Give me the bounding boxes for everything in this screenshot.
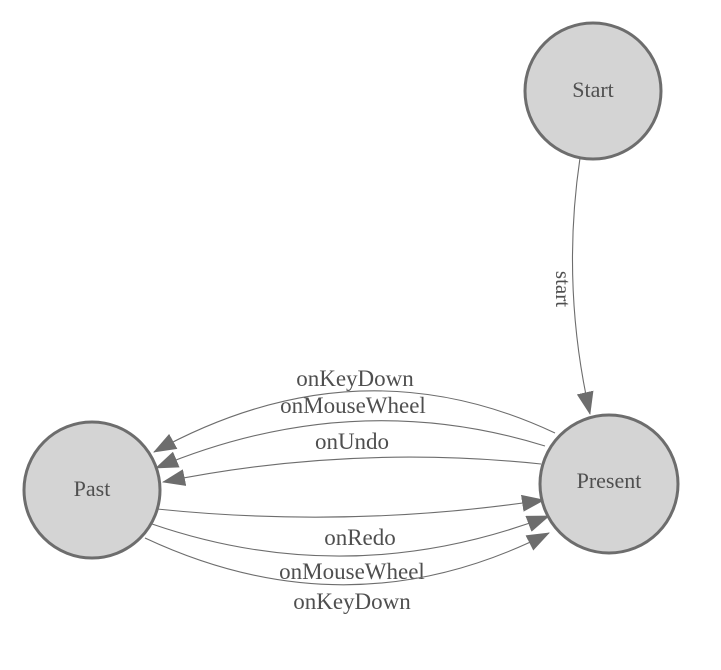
edge-path-onmousewheel-bottom[interactable]: [151, 515, 550, 557]
edge-path-onmousewheel-top[interactable]: [155, 420, 546, 469]
state-label-start: Start: [572, 77, 614, 102]
state-circle-start[interactable]: [523, 21, 663, 161]
state-node-present[interactable]: Present: [538, 413, 680, 555]
edge-past-to-present-onredo[interactable]: onRedo: [156, 494, 545, 550]
edge-label-onkeydown-top: onKeyDown: [296, 366, 414, 391]
edge-label-onundo: onUndo: [315, 429, 389, 454]
edge-path-onundo[interactable]: [162, 456, 542, 486]
state-circle-present[interactable]: [538, 413, 680, 555]
state-node-past[interactable]: Past: [22, 420, 162, 560]
edge-path-onredo[interactable]: [156, 494, 545, 518]
state-circle-past[interactable]: [22, 420, 162, 560]
edge-past-to-present-onkeydown[interactable]: onKeyDown: [144, 532, 550, 614]
state-label-present: Present: [577, 468, 642, 493]
edge-label-onkeydown-bottom: onKeyDown: [293, 589, 411, 614]
edge-label-onmousewheel-bottom: onMouseWheel: [279, 559, 425, 584]
edge-past-to-present-onmousewheel[interactable]: onMouseWheel: [151, 515, 550, 584]
edge-label-onmousewheel-top: onMouseWheel: [280, 393, 426, 418]
edge-present-to-past-onmousewheel[interactable]: onMouseWheel: [155, 393, 546, 469]
edge-path-onkeydown-top[interactable]: [153, 390, 556, 453]
edge-present-to-past-onkeydown[interactable]: onKeyDown: [153, 366, 556, 453]
state-node-start[interactable]: Start: [523, 21, 663, 161]
state-label-past: Past: [74, 476, 111, 501]
edge-present-to-past-onundo[interactable]: onUndo: [162, 429, 542, 486]
edge-start-to-present[interactable]: start: [551, 157, 594, 415]
edge-path-start[interactable]: [571, 157, 594, 415]
edge-path-onkeydown-bottom[interactable]: [144, 532, 550, 586]
edge-label-start: start: [551, 271, 575, 307]
edge-label-onredo: onRedo: [324, 525, 396, 550]
